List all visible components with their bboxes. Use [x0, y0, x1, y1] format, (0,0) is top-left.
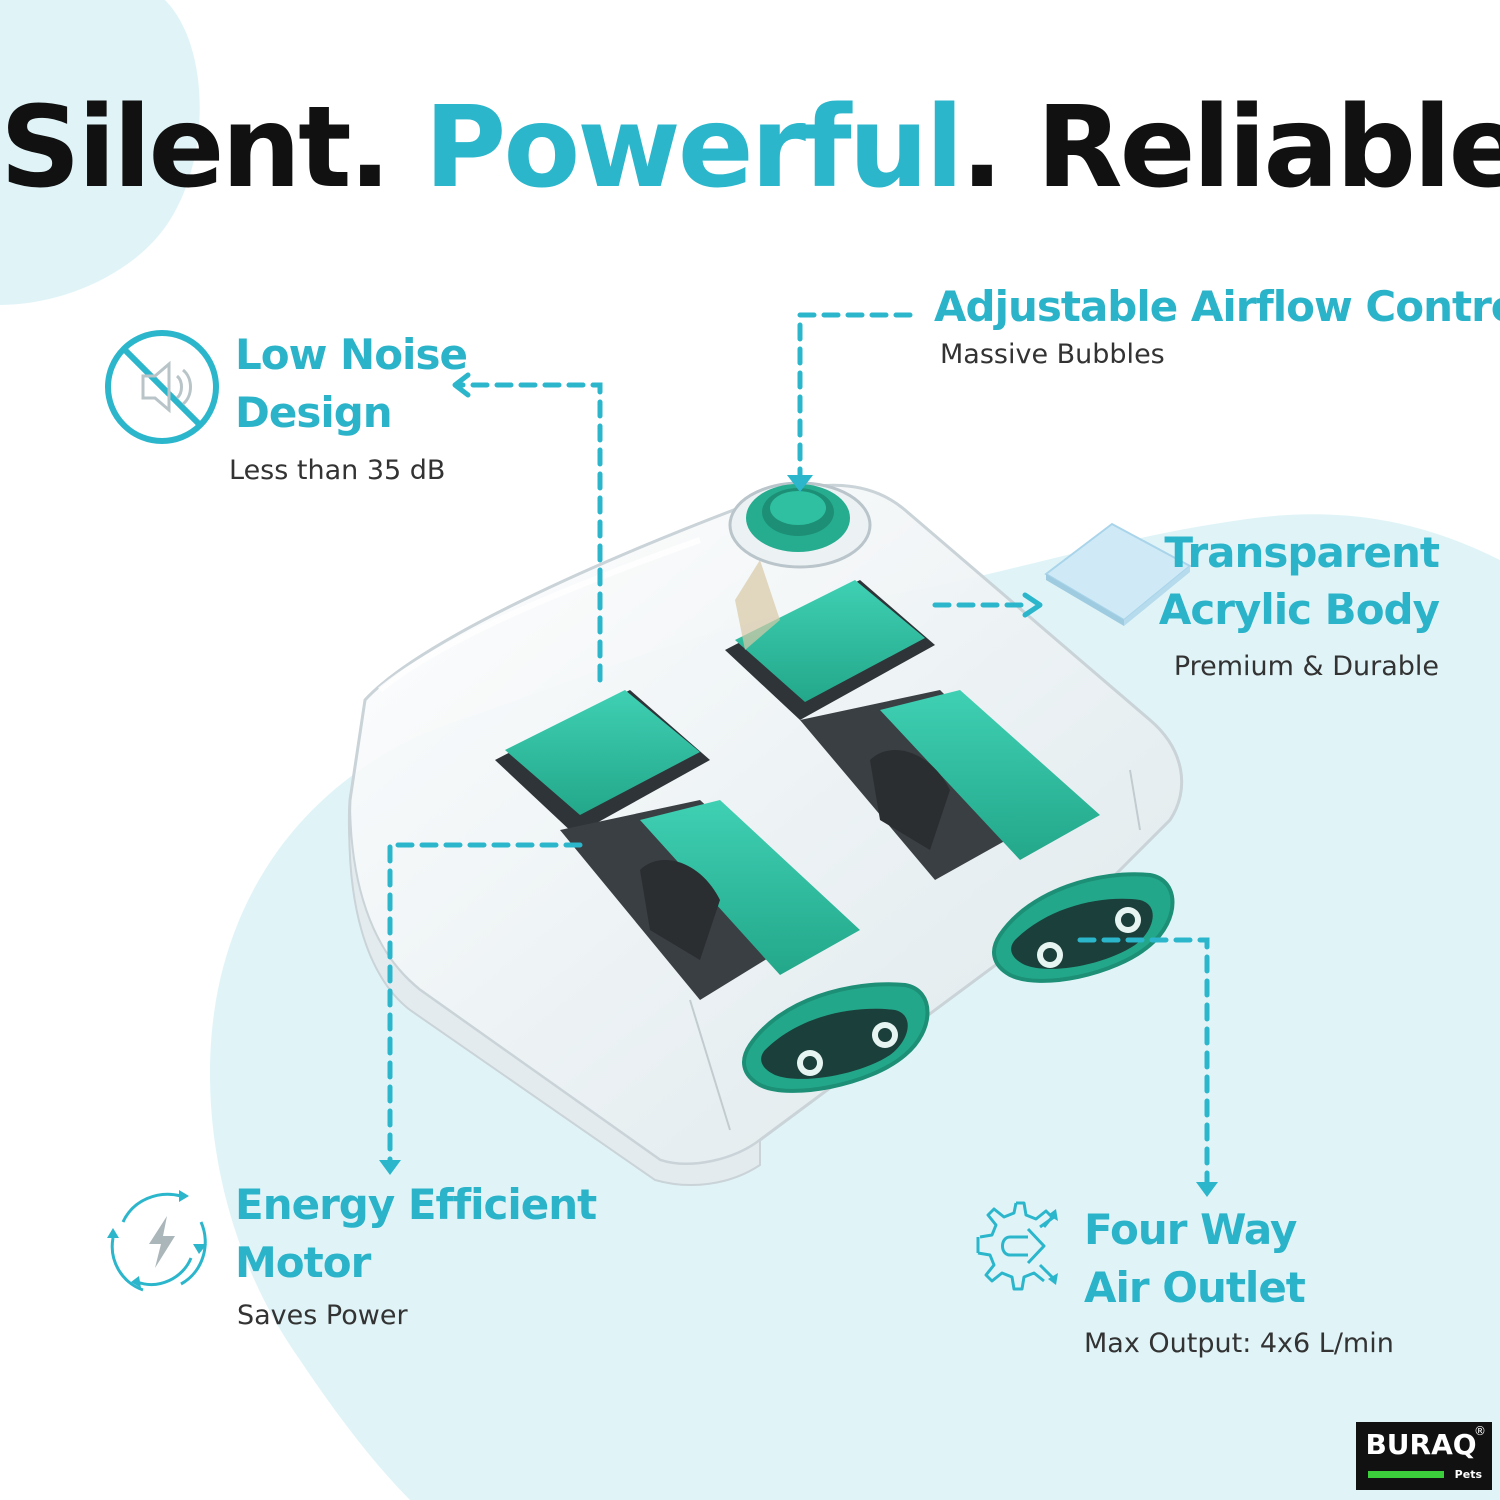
headline-period: . [960, 83, 1004, 213]
brand-logo: BURAQ ® Pets [1356, 1422, 1492, 1490]
energy-arrowhead [379, 1160, 401, 1175]
airflow-subtitle: Massive Bubbles [940, 339, 1165, 370]
acrylic-title-line2: Acrylic Body [1158, 585, 1440, 634]
airflow-connector [797, 312, 913, 478]
right-pump-module [725, 580, 1175, 983]
brand-registered: ® [1474, 1424, 1486, 1438]
brand-name: BURAQ [1365, 1428, 1477, 1461]
brand-sub: Pets [1454, 1468, 1482, 1481]
acrylic-subtitle: Premium & Durable [1173, 651, 1439, 682]
low-noise-title-line2: Design [235, 388, 393, 437]
low-noise-connector [457, 382, 603, 683]
brand-underline [1368, 1471, 1444, 1478]
outlet-title-line2: Air Outlet [1084, 1263, 1306, 1312]
low-noise-title-line1: Low Noise [235, 330, 468, 379]
lightning-cycle-icon [107, 1190, 207, 1292]
top-left-blob [0, 0, 200, 305]
energy-title-line2: Motor [235, 1238, 371, 1287]
headline-reliable: Reliable. [1036, 83, 1500, 213]
airflow-knob [728, 481, 872, 650]
airflow-arrowhead [787, 475, 813, 492]
energy-title-line1: Energy Efficient [235, 1180, 597, 1229]
acrylic-title-line1: Transparent [1164, 528, 1440, 577]
headline: Silent. Powerful. Reliable. [0, 92, 1500, 204]
outlet-arrowhead [1196, 1182, 1218, 1197]
case-side [348, 799, 761, 1186]
acrylic-sheet-icon [1044, 522, 1192, 626]
outlet-title-line1: Four Way [1084, 1205, 1297, 1254]
headline-powerful: Powerful [424, 83, 964, 213]
muted-speaker-icon [105, 330, 219, 444]
left-pump-module [495, 690, 930, 1093]
low-noise-subtitle: Less than 35 dB [229, 455, 446, 486]
headline-silent: Silent. [0, 83, 391, 213]
energy-connector [387, 842, 583, 1163]
airflow-title: Adjustable Airflow Control [934, 282, 1500, 331]
outlet-connector [1077, 937, 1210, 1188]
energy-subtitle: Saves Power [237, 1300, 408, 1331]
low-noise-arrowhead [452, 372, 471, 398]
gear-arrow-icon [976, 1201, 1058, 1291]
acrylic-arrowhead [1022, 592, 1043, 618]
outlet-subtitle: Max Output: 4x6 L/min [1084, 1328, 1394, 1359]
